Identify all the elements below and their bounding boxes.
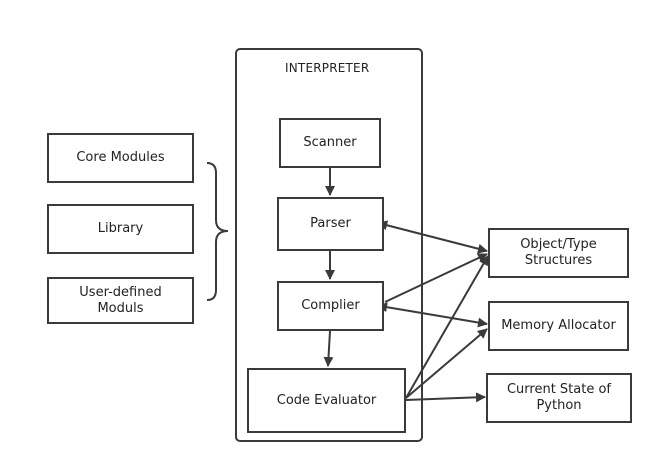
arrow-compiler-to-evaluator — [323, 330, 334, 367]
arrow-evaluator-memory — [405, 328, 488, 399]
compiler-label: Complier — [301, 298, 360, 313]
interpreter-container — [235, 48, 423, 442]
object-type-structures-box: Object/Type Structures — [488, 228, 629, 278]
current-state-box: Current State of Python — [486, 373, 632, 423]
arrow-compiler-memory — [377, 302, 488, 328]
library-label: Library — [97, 221, 144, 236]
parser-box: Parser — [277, 197, 384, 251]
core-modules-label: Core Modules — [76, 150, 165, 165]
code-evaluator-label: Code Evaluator — [276, 392, 377, 408]
memory-allocator-box: Memory Allocator — [488, 301, 629, 351]
memory-allocator-label: Memory Allocator — [501, 318, 616, 333]
arrow-compiler-object-types — [384, 253, 488, 303]
code-evaluator-box: Code Evaluator — [247, 368, 406, 433]
scanner-box: Scanner — [279, 118, 381, 168]
arrow-evaluator-object-types — [405, 255, 489, 399]
scanner-label: Scanner — [303, 135, 357, 150]
core-modules-box: Core Modules — [47, 133, 194, 183]
library-box: Library — [47, 204, 194, 254]
interpreter-title: INTERPRETER — [285, 61, 370, 75]
modules-brace — [206, 162, 229, 301]
arrow-evaluator-state — [405, 392, 486, 403]
arrow-parser-object-types — [377, 220, 488, 254]
current-state-label: Current State of Python — [506, 382, 612, 413]
user-defined-modules-box: User-defined Moduls — [47, 277, 194, 324]
user-defined-modules-label: User-defined Moduls — [79, 284, 162, 316]
compiler-box: Complier — [277, 281, 384, 331]
parser-label: Parser — [310, 216, 351, 231]
object-type-structures-label: Object/Type Structures — [520, 237, 597, 268]
